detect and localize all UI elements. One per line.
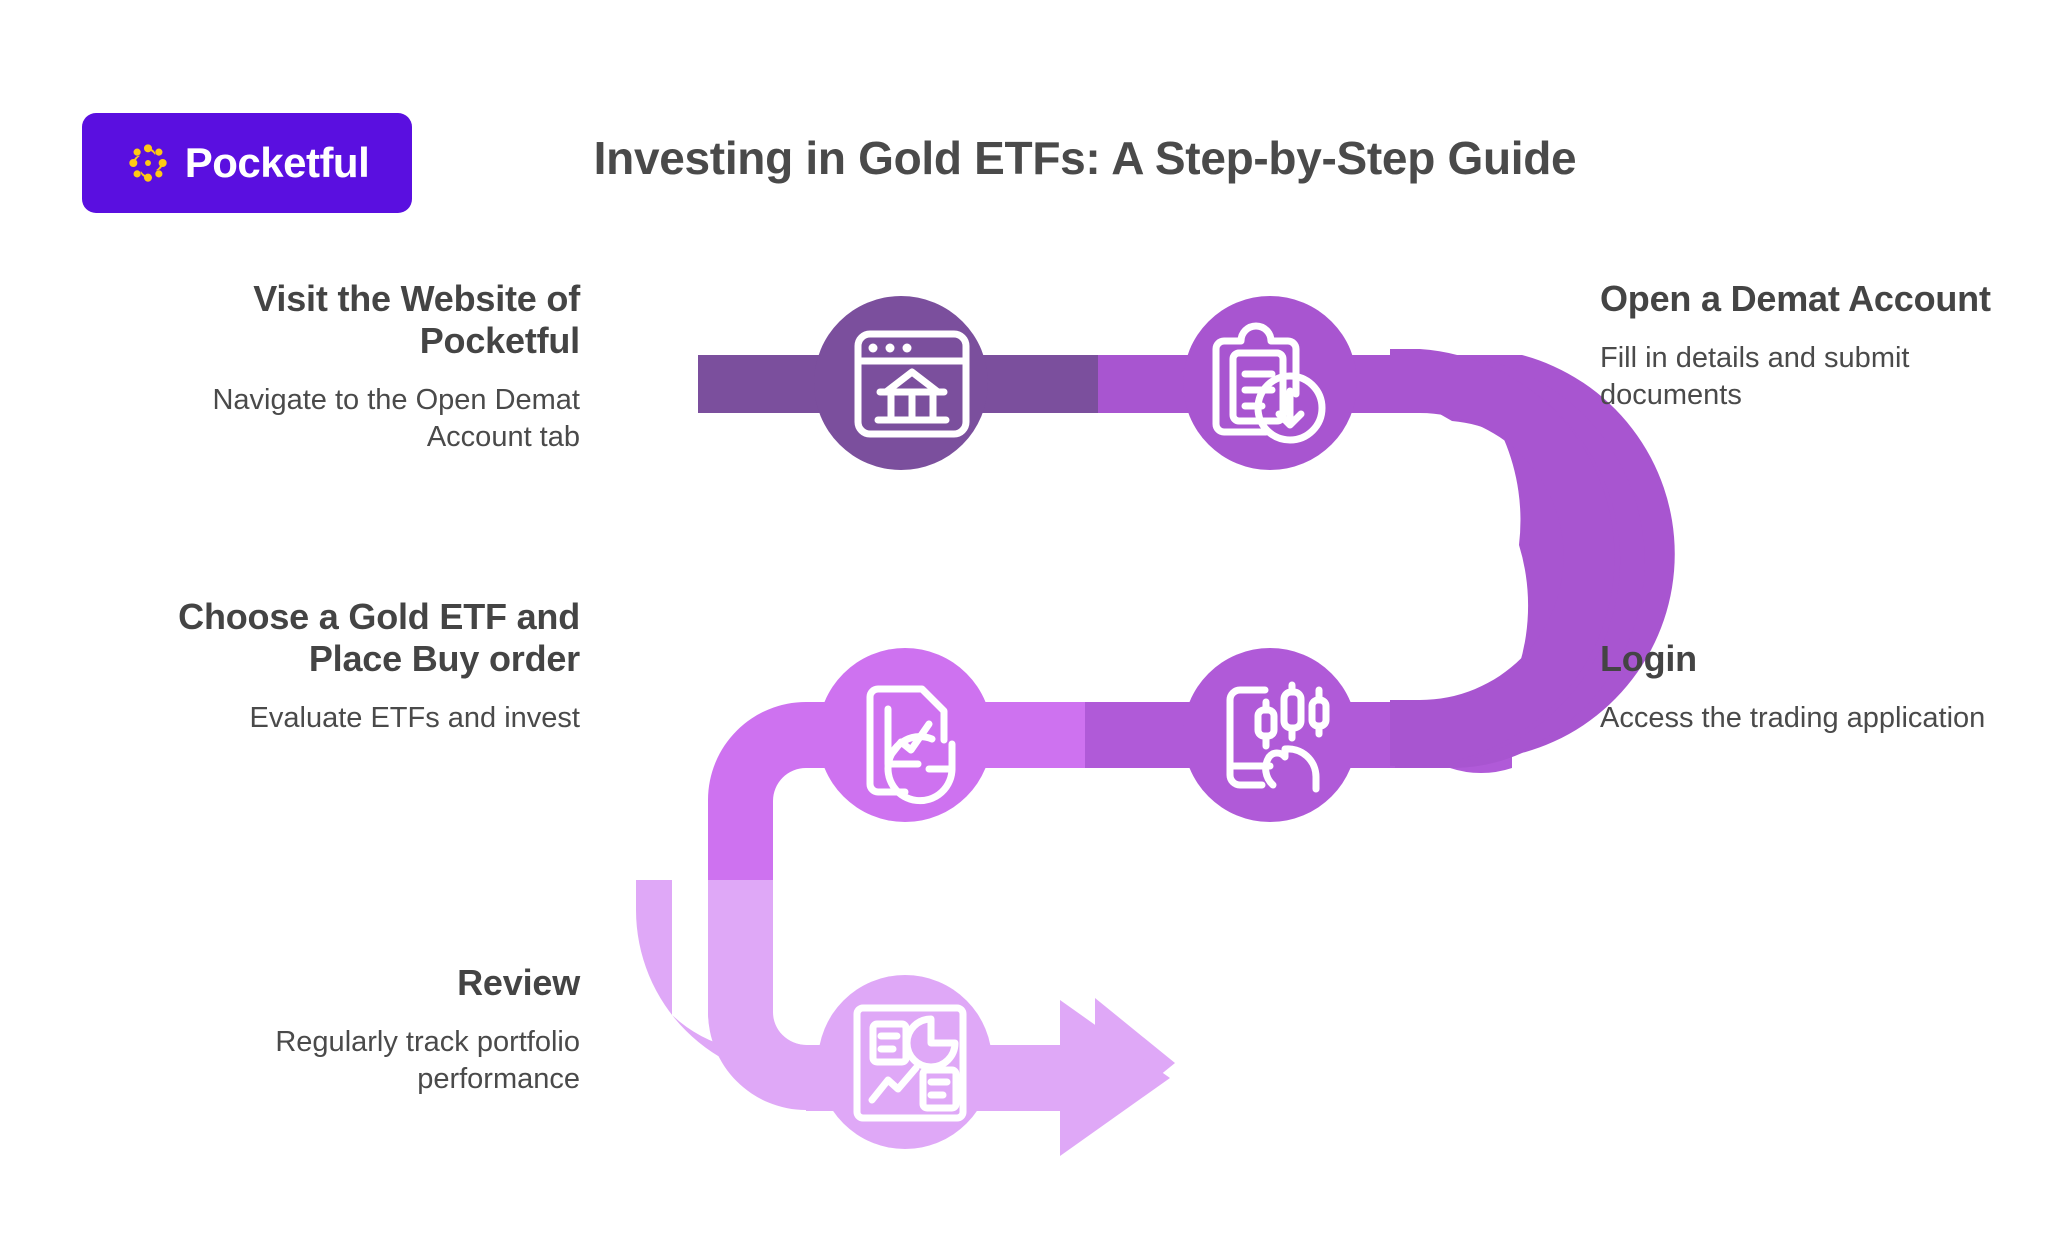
- step-circle-5[interactable]: [818, 975, 992, 1149]
- brand-name-label: Pocketful: [184, 139, 370, 186]
- step-5-title: Review: [457, 962, 580, 1003]
- step-4-description: Evaluate ETFs and invest: [249, 702, 580, 735]
- step-3-description: Access the trading application: [1600, 702, 1986, 735]
- step-5-text-block: Review Regularly track portfolio perform…: [170, 962, 580, 1098]
- step-1-title: Visit the Website of Pocketful: [253, 278, 580, 362]
- clipboard-download-icon: [1212, 322, 1326, 444]
- step-5-description: Regularly track portfolio performance: [275, 1026, 580, 1096]
- step-2-title: Open a Demat Account: [1600, 278, 1991, 319]
- step-2-description: Fill in details and submit documents: [1600, 342, 1910, 412]
- step-1-text-block: Visit the Website of Pocketful Navigate …: [150, 278, 580, 456]
- step-3-title: Login: [1600, 638, 1697, 679]
- step-4-title: Choose a Gold ETF and Place Buy order: [178, 596, 580, 680]
- step-circle-4[interactable]: [1183, 648, 1357, 822]
- step-2-text-block: Open a Demat Account Fill in details and…: [1600, 278, 2020, 414]
- brand-logo-badge[interactable]: Pocketful: [82, 113, 412, 213]
- pocketful-burst-icon: [129, 144, 167, 182]
- dashboard-report-icon: [853, 1004, 967, 1122]
- step-circle-1[interactable]: [814, 296, 988, 470]
- step-1-description: Navigate to the Open Demat Account tab: [212, 384, 580, 454]
- page-title: Investing in Gold ETFs: A Step-by-Step G…: [593, 132, 1577, 184]
- browser-bank-icon: [854, 330, 970, 438]
- step-3-text-block: Login Access the trading application: [1600, 638, 2020, 737]
- step-circle-2[interactable]: [1183, 296, 1357, 470]
- step-circle-3[interactable]: [818, 648, 992, 822]
- chart-document-refresh-icon: [866, 685, 956, 805]
- mobile-candlestick-tap-icon: [1226, 681, 1330, 793]
- step-4-text-block: Choose a Gold ETF and Place Buy order Ev…: [160, 596, 580, 737]
- ribbon-segment-2: [1258, 349, 1675, 769]
